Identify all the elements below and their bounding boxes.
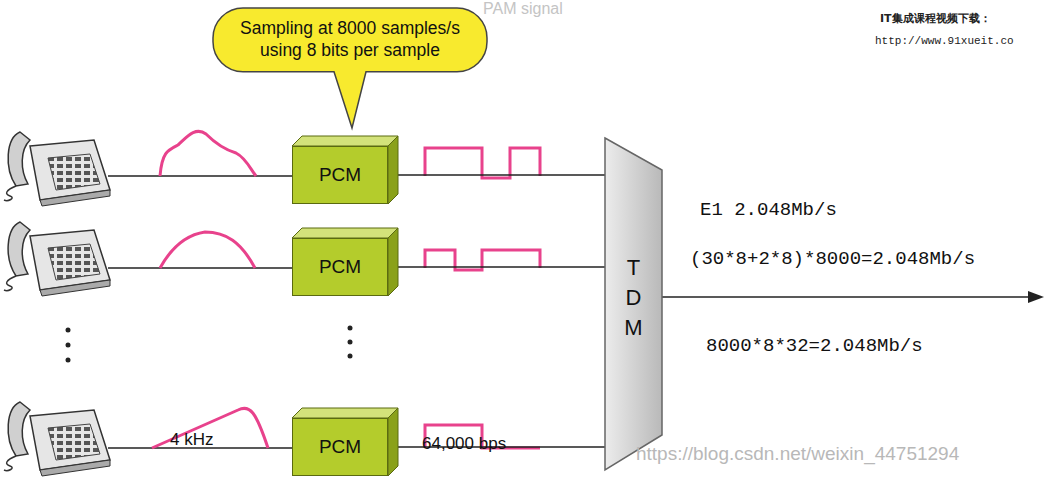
annotation-text: 4 kHz: [170, 430, 213, 450]
annotation-text: 8000*8*32=2.048Mb/s: [706, 336, 923, 358]
telephone-icon: [4, 132, 110, 206]
tdm-multiplexer: T D M: [605, 138, 662, 470]
annotation-text: E1 2.048Mb/s: [700, 200, 837, 222]
watermark-text: https://blog.csdn.net/weixin_44751294: [636, 443, 959, 465]
telephone-icon: [4, 222, 110, 296]
analog-waveforms: [152, 131, 268, 448]
signal-wire: [388, 174, 605, 176]
node-label: T D M: [623, 253, 645, 343]
callout-bubble: Sampling at 8000 samples/s using 8 bits …: [213, 8, 487, 72]
telephone-icon: [4, 402, 110, 476]
watermark-text: PAM signal: [483, 0, 563, 18]
node-label: PCM: [319, 256, 361, 278]
watermark-text: http://www.91xueit.co: [875, 35, 1014, 48]
pcm-box: PCM: [292, 418, 388, 476]
node-label: PCM: [319, 436, 361, 458]
digital-waveforms: [425, 148, 540, 448]
callout-text: Sampling at 8000 samples/s using 8 bits …: [225, 18, 475, 62]
annotation-text: (30*8+2*8)*8000=2.048Mb/s: [690, 249, 975, 271]
output-arrow: [662, 291, 1044, 303]
signal-wire: [388, 266, 605, 268]
annotation-text: 64,000 bps: [422, 434, 506, 454]
node-label: PCM: [319, 164, 361, 186]
pcm-box: PCM: [292, 238, 388, 296]
watermark-text: IT集成课程视频下载：: [880, 13, 991, 26]
pcm-box: PCM: [292, 146, 388, 204]
ellipsis-dots: [66, 326, 353, 363]
input-wires: [108, 176, 292, 448]
